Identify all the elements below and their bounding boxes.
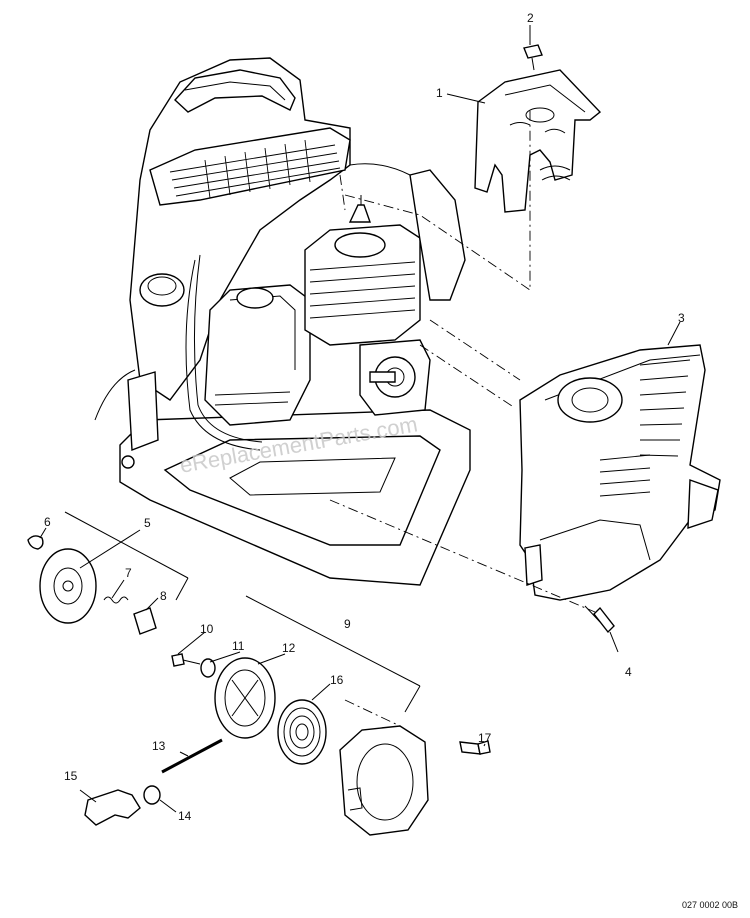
top-fins [149,127,351,206]
bolt-17 [459,740,491,755]
callout-3: 3 [678,311,685,325]
callout-10: 10 [200,622,214,636]
drawing-code: 027 0002 00B [682,900,738,910]
callout-11: 11 [232,639,245,653]
callout-6: 6 [44,515,51,529]
callout-8: 8 [160,589,167,603]
bolt-10 [171,653,201,667]
cylinder-cover [474,69,602,213]
spring-7 [103,596,129,604]
bushing-14 [143,785,161,805]
callout-16: 16 [330,673,344,687]
callout-9: 9 [344,617,351,631]
callout-14: 14 [178,809,192,823]
group-brackets [64,511,421,713]
callout-17: 17 [478,731,492,745]
clip-6 [27,535,44,550]
screw-4 [584,605,615,634]
washer-11 [200,658,216,678]
rope-13 [161,738,223,774]
engine-shroud [519,344,721,601]
assembly-lines [329,110,596,727]
callout-13: 13 [152,739,166,753]
callout-1: 1 [436,86,443,100]
bolt-2 [523,44,543,71]
pawl-8 [133,607,157,635]
cylinder [304,195,421,346]
starter-case-9 [339,725,429,836]
engine-assembly [94,57,471,586]
fuel-cap [139,273,185,307]
pulley-5 [39,548,97,624]
callout-15: 15 [64,769,78,783]
callout-5: 5 [144,516,151,530]
leader-lines [39,25,681,813]
callout-7: 7 [125,566,132,580]
callout-numbers: 1 2 3 4 5 6 7 8 9 10 11 12 13 14 15 16 1… [44,11,685,823]
rope-reel-12 [214,657,276,739]
callout-4: 4 [625,665,632,679]
callout-2: 2 [527,11,534,25]
recoil-spring-16 [277,699,327,765]
callout-12: 12 [282,641,296,655]
handle-15 [84,789,141,826]
